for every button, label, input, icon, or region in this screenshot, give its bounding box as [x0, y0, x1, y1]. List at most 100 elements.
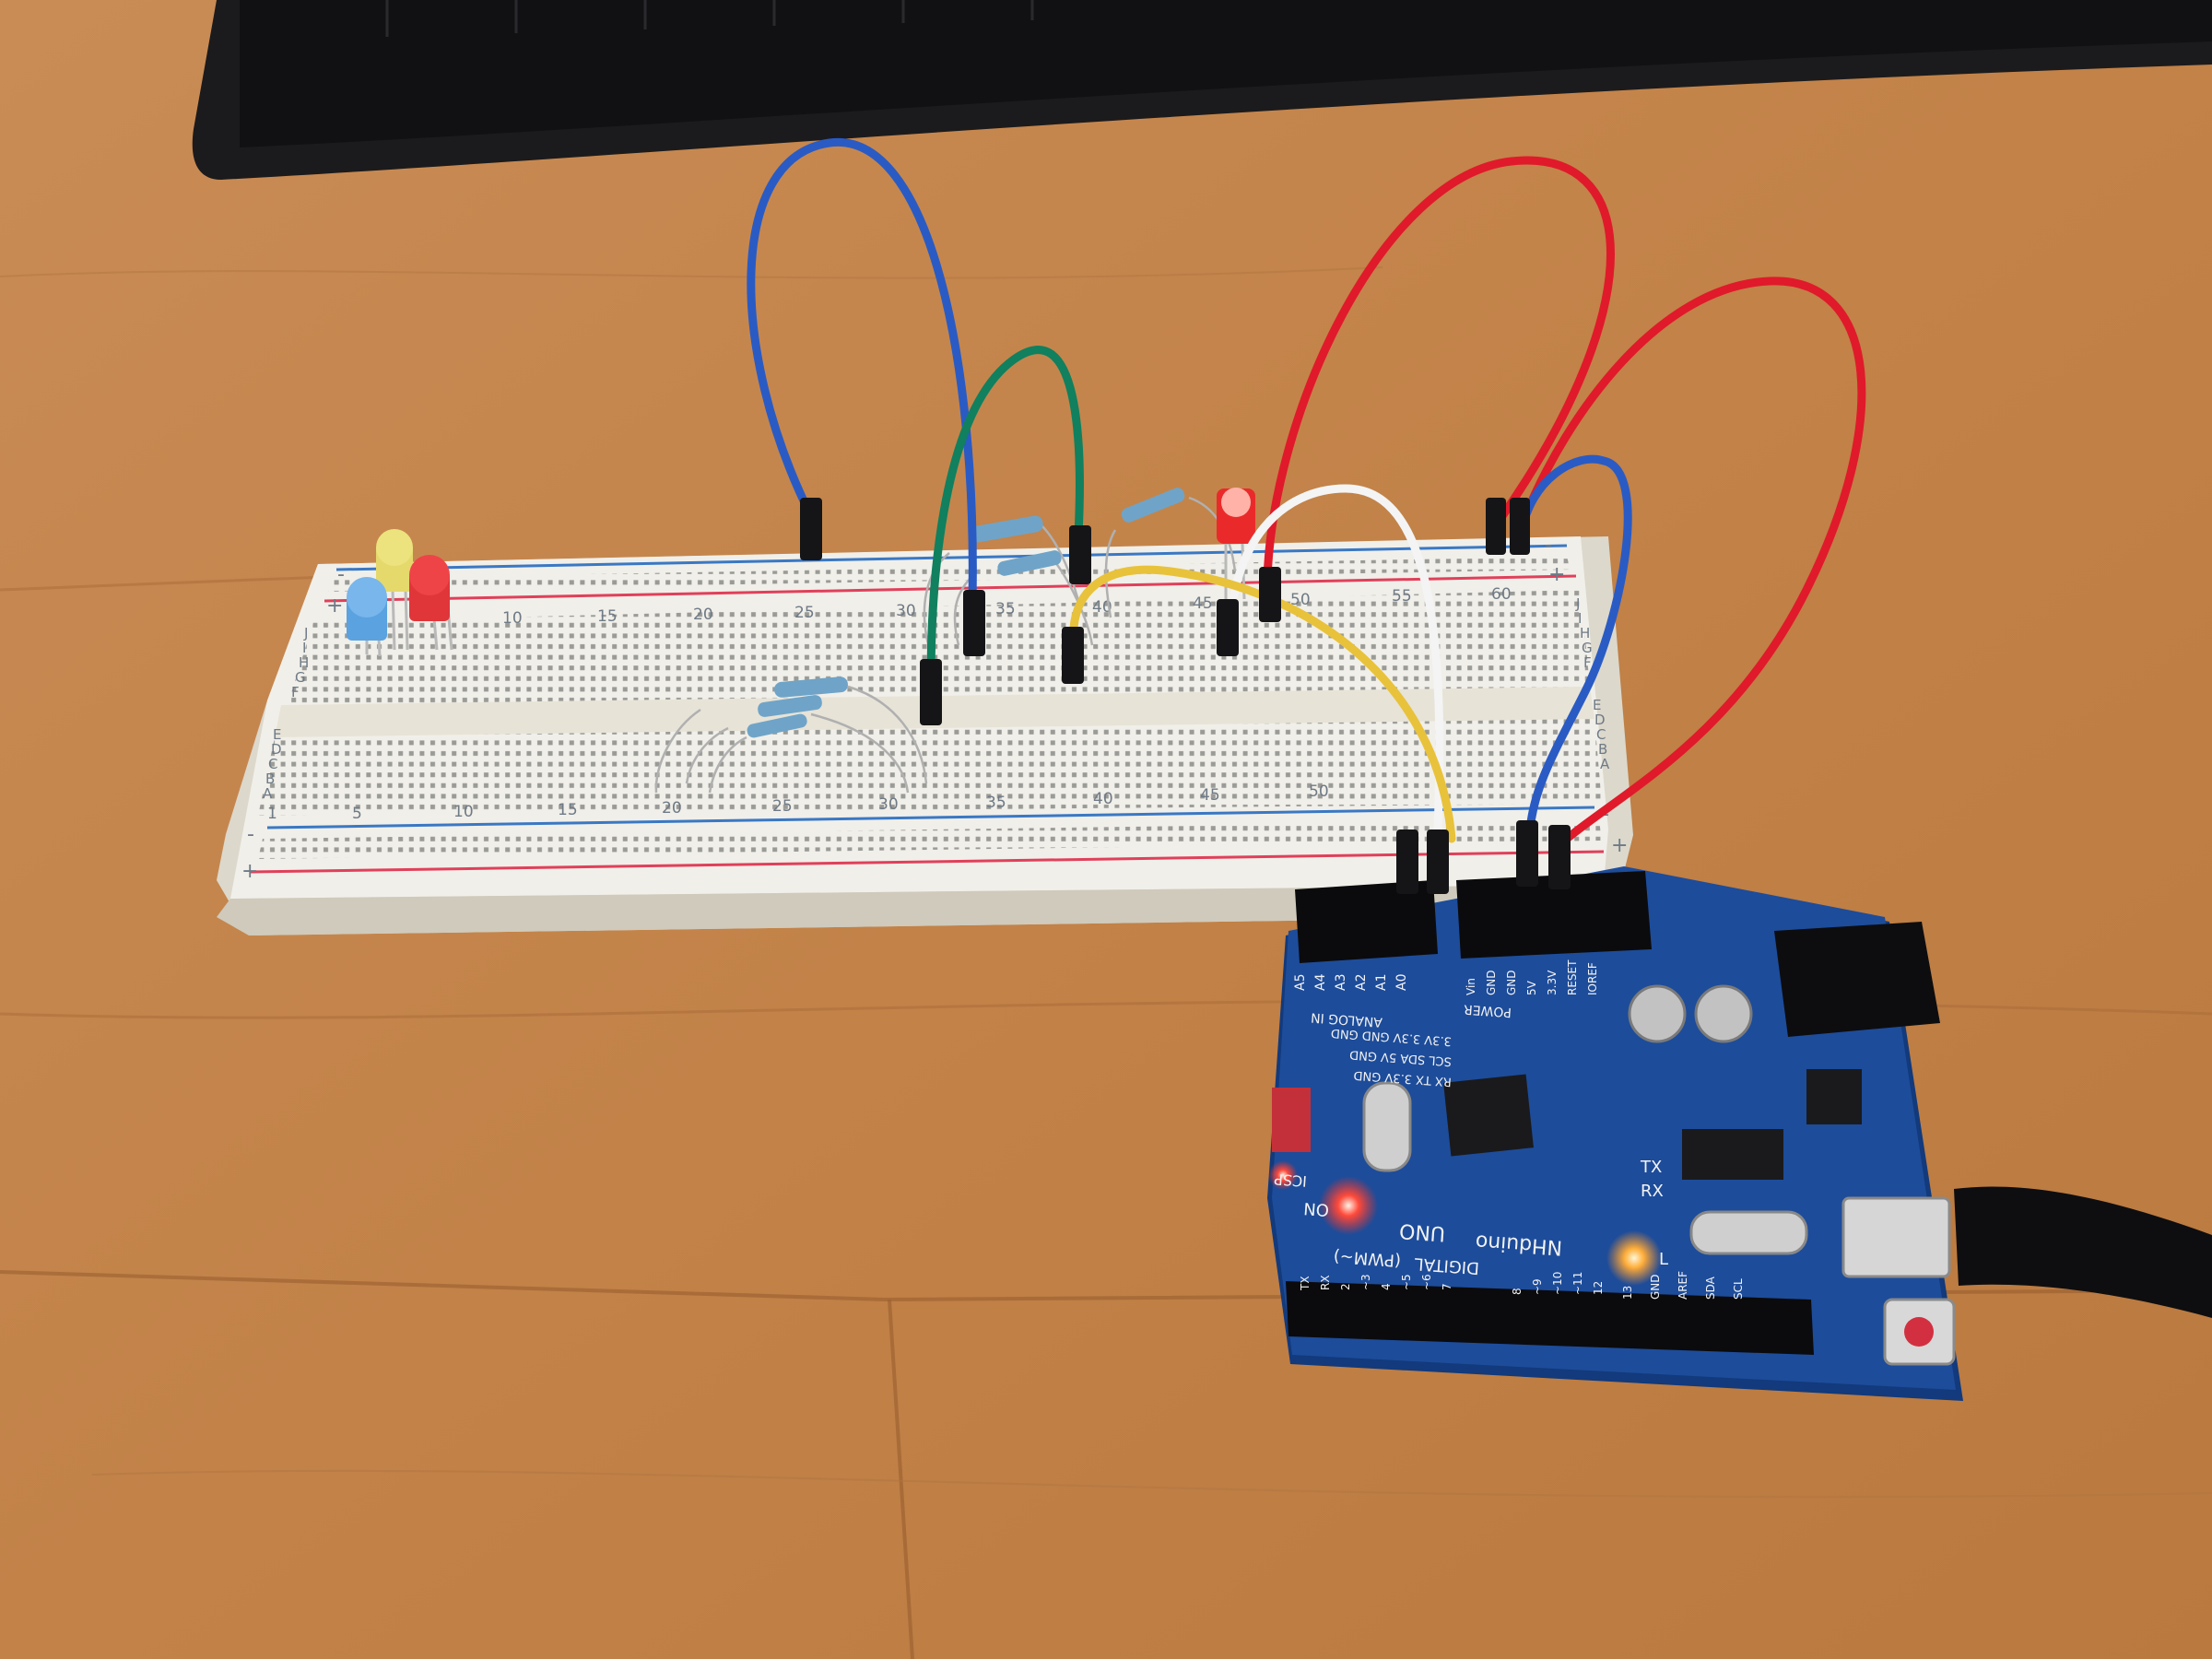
rx-label: RX	[1641, 1182, 1664, 1201]
capacitor-2	[1694, 984, 1753, 1043]
digital-pin-5: ~5	[1400, 1274, 1413, 1290]
analog-pin-a3: A3	[1334, 974, 1348, 991]
row-letter-h-right: H	[1580, 625, 1590, 641]
digital-pin-8: 8	[1511, 1288, 1524, 1295]
digital-pin-rx: RX	[1319, 1275, 1332, 1290]
crystal-oscillator-1	[1362, 1081, 1412, 1172]
usb-port	[1841, 1196, 1951, 1278]
analog-pin-a4: A4	[1313, 973, 1328, 991]
power-pin-gnd-2: GND	[1505, 970, 1518, 995]
col-bottom-10: 10	[453, 803, 474, 821]
col-bottom-50: 50	[1309, 782, 1329, 801]
row-letter-b: B	[265, 771, 275, 787]
regulator-chip	[1806, 1069, 1862, 1124]
wire-blue-left	[747, 137, 977, 604]
row-letter-e-right: E	[1593, 697, 1601, 713]
power-pin-gnd-1: GND	[1485, 970, 1498, 995]
digital-pin-2: 2	[1339, 1283, 1352, 1290]
col-top-35: 35	[995, 600, 1016, 618]
col-bottom-20: 20	[662, 799, 682, 818]
keyboard	[192, 0, 2212, 180]
model-label: UNO	[1398, 1218, 1446, 1244]
row-letter-b-right: B	[1598, 741, 1607, 758]
power-pin-ioref: IOREF	[1586, 962, 1599, 995]
col-top-55: 55	[1392, 587, 1412, 606]
analog-pin-a1: A1	[1374, 974, 1389, 991]
row-letter-c-right: C	[1596, 726, 1606, 743]
digital-pin-4: 4	[1380, 1283, 1393, 1290]
rail-plus-bottom-right: +	[1611, 834, 1628, 857]
row-letter-f: F	[291, 684, 300, 700]
analog-in-label: ANALOG IN	[1311, 1009, 1383, 1029]
col-bottom-35: 35	[986, 794, 1006, 812]
row-letter-g-right: G	[1582, 640, 1593, 656]
row-letter-f-right: F	[1583, 654, 1592, 671]
col-top-45: 45	[1193, 594, 1213, 613]
row-letter-i-right: I	[1578, 610, 1582, 627]
rail-minus-top: -	[337, 563, 345, 586]
wire-yellow	[1069, 565, 1456, 843]
col-top-40: 40	[1092, 598, 1112, 617]
wire-plugs	[800, 498, 1571, 894]
on-led-glow	[1319, 1176, 1378, 1235]
row-letter-h: H	[299, 654, 309, 671]
wire-red-1	[1263, 156, 1615, 585]
rail-minus-bottom: -	[247, 823, 254, 846]
col-bottom-30: 30	[878, 795, 899, 814]
rail-minus-right: -	[1545, 534, 1552, 557]
rail-plus-right: +	[1548, 563, 1565, 586]
digital-pin-7: 7	[1441, 1283, 1453, 1290]
row-letter-d-right: D	[1594, 712, 1606, 728]
digital-pin-13: 13	[1621, 1286, 1634, 1300]
pwm-label: (PWM~)	[1333, 1246, 1402, 1270]
digital-pin-aref: AREF	[1677, 1271, 1689, 1300]
usb-cable	[1954, 1186, 2212, 1318]
power-pin-reset: RESET	[1566, 959, 1579, 995]
breadboard-labels: - + - + - + + - 10 15 20 25 30 35 40 45 …	[241, 534, 1628, 883]
digital-pin-12: 12	[1592, 1281, 1605, 1295]
power-pin-vin: Vin	[1465, 978, 1477, 995]
rail-plus-top: +	[326, 594, 343, 618]
resistor-bodies	[747, 488, 1185, 738]
col-top-25: 25	[794, 604, 815, 622]
row-letter-d: D	[271, 741, 282, 758]
col-top-60: 60	[1491, 585, 1512, 604]
col-bottom-40: 40	[1093, 790, 1113, 808]
digital-pin-sda: SDA	[1704, 1276, 1717, 1300]
col-bottom-15: 15	[558, 801, 578, 819]
red-led-lit	[1217, 488, 1255, 600]
col-top-10: 10	[502, 609, 523, 628]
digital-label: DIGITAL	[1414, 1253, 1480, 1277]
digital-pin-3: ~3	[1359, 1274, 1372, 1290]
digital-pin-9: ~9	[1531, 1278, 1544, 1295]
row-letter-g: G	[295, 669, 306, 686]
capacitor-1	[1628, 984, 1687, 1043]
col-top-30: 30	[896, 602, 916, 620]
row-letter-e: E	[273, 726, 281, 743]
power-pin-3v3: 3.3V	[1546, 970, 1559, 995]
analog-pin-a2: A2	[1354, 974, 1369, 991]
wire-blue-right	[1516, 454, 1632, 834]
usb-chip	[1682, 1129, 1783, 1180]
digital-pin-tx: TX	[1299, 1276, 1312, 1291]
col-top-20: 20	[693, 606, 713, 624]
row-letter-j: J	[303, 625, 308, 641]
col-bottom-45: 45	[1200, 786, 1220, 805]
tx-label: TX	[1640, 1158, 1662, 1177]
digital-pin-scl: SCL	[1732, 1278, 1745, 1300]
arduino-board	[1267, 866, 2212, 1401]
wire-red-2	[1521, 276, 1866, 843]
crystal-oscillator-2	[1689, 1210, 1808, 1255]
wire-green	[926, 346, 1084, 687]
l-label: L	[1659, 1250, 1668, 1269]
col-bottom-5: 5	[352, 805, 362, 823]
row-letter-i: I	[302, 640, 306, 656]
power-pin-5v: 5V	[1525, 980, 1538, 995]
col-bottom-1: 1	[267, 805, 277, 823]
microcontroller-chip	[1443, 1074, 1534, 1157]
analog-pin-a5: A5	[1293, 974, 1308, 991]
col-top-50: 50	[1290, 591, 1311, 609]
row-letter-a: A	[263, 785, 273, 802]
row-letter-a-right: A	[1600, 756, 1610, 772]
